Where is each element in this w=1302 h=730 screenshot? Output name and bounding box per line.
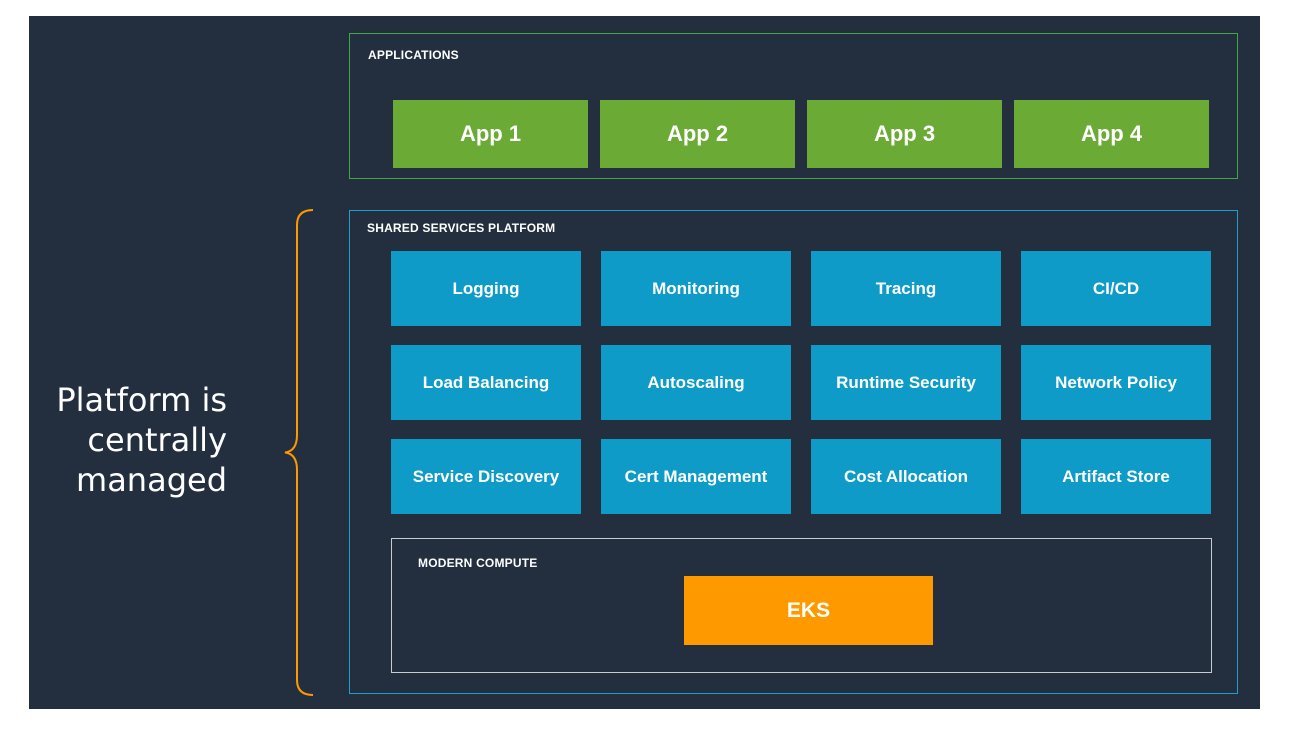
curly-brace-icon	[284, 209, 314, 696]
diagram-canvas: APPLICATIONS App 1 App 2 App 3 App 4 SHA…	[29, 16, 1260, 709]
applications-label: APPLICATIONS	[368, 48, 459, 62]
service-autoscaling: Autoscaling	[601, 345, 791, 420]
service-cert-management: Cert Management	[601, 439, 791, 514]
service-tracing: Tracing	[811, 251, 1001, 326]
service-logging: Logging	[391, 251, 581, 326]
service-cost-allocation: Cost Allocation	[811, 439, 1001, 514]
app-2-box: App 2	[600, 100, 795, 168]
eks-box: EKS	[684, 576, 933, 645]
service-runtime-security: Runtime Security	[811, 345, 1001, 420]
service-service-discovery: Service Discovery	[391, 439, 581, 514]
app-1-box: App 1	[393, 100, 588, 168]
service-network-policy: Network Policy	[1021, 345, 1211, 420]
note-line-1: Platform is	[56, 381, 227, 419]
shared-services-group: SHARED SERVICES PLATFORM Logging Monitor…	[349, 210, 1238, 694]
modern-compute-label: MODERN COMPUTE	[418, 556, 538, 570]
service-artifact-store: Artifact Store	[1021, 439, 1211, 514]
app-4-box: App 4	[1014, 100, 1209, 168]
note-line-3: managed	[76, 461, 227, 499]
note-line-2: centrally	[87, 421, 227, 459]
modern-compute-group: MODERN COMPUTE EKS	[391, 538, 1212, 673]
platform-managed-note: Platform is centrally managed	[29, 380, 227, 500]
service-monitoring: Monitoring	[601, 251, 791, 326]
app-3-box: App 3	[807, 100, 1002, 168]
service-load-balancing: Load Balancing	[391, 345, 581, 420]
applications-group: APPLICATIONS App 1 App 2 App 3 App 4	[349, 33, 1238, 179]
shared-services-label: SHARED SERVICES PLATFORM	[367, 221, 556, 235]
service-ci-cd: CI/CD	[1021, 251, 1211, 326]
